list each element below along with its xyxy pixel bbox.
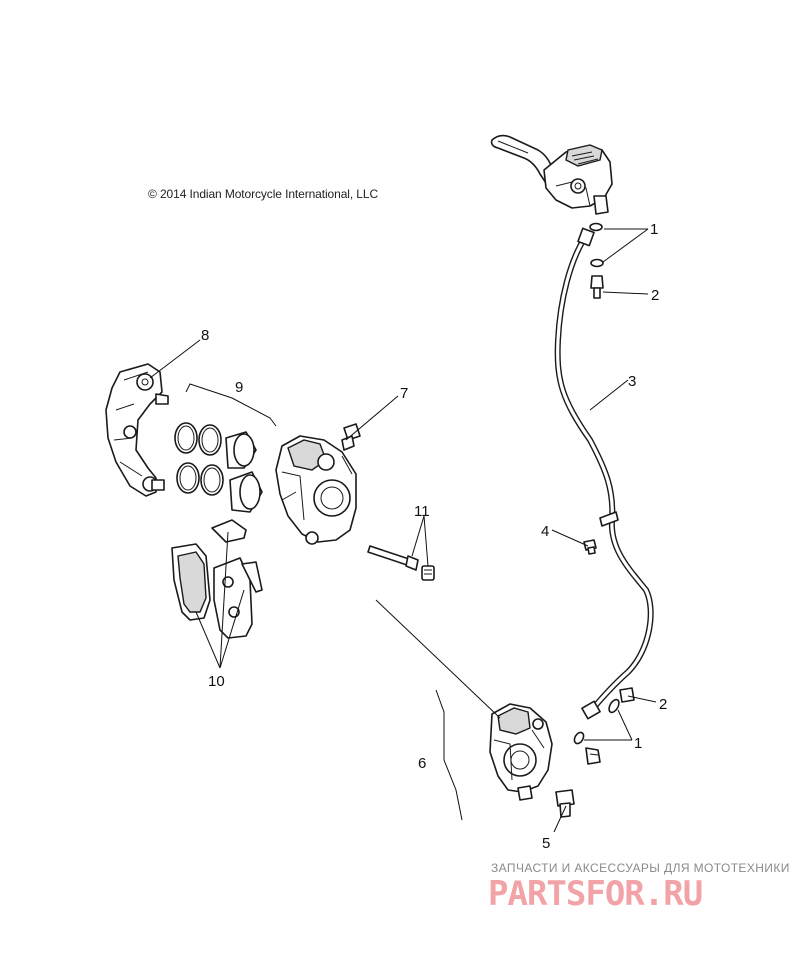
callout-7: 7 — [400, 385, 408, 402]
pad-pin-and-clip — [367, 545, 435, 581]
callout-4: 4 — [541, 523, 549, 540]
callout-3: 3 — [628, 373, 636, 390]
lower-fittings — [573, 687, 635, 765]
brake-pads — [171, 519, 263, 639]
callout-1-upper: 1 — [650, 221, 658, 238]
caliper-mounting-bolt — [555, 789, 575, 818]
callout-8: 8 — [201, 327, 209, 344]
callout-6: 6 — [418, 755, 426, 772]
copyright-text: © 2014 Indian Motorcycle International, … — [148, 187, 379, 201]
callout-10: 10 — [208, 673, 225, 690]
callout-1-lower: 1 — [634, 735, 642, 752]
callout-11: 11 — [414, 503, 430, 520]
callout-labels: 1 2 3 4 5 6 7 8 9 10 11 2 1 — [201, 221, 667, 852]
leader-lines — [149, 228, 657, 833]
watermark-tagline: ЗАПЧАСТИ И АКСЕССУАРЫ ДЛЯ МОТОТЕХНИКИ — [491, 861, 790, 875]
callout-5: 5 — [542, 835, 550, 852]
caliper-body — [275, 435, 357, 545]
bleeder-valve — [341, 423, 361, 451]
caliper-pistons-and-seals — [174, 422, 263, 513]
watermark-brand: PARTSFOR.RU — [488, 874, 703, 914]
hose-clamp-bolt — [583, 539, 597, 555]
callout-2-lower: 2 — [659, 696, 667, 713]
callout-9: 9 — [235, 379, 243, 396]
upper-fittings — [589, 222, 604, 299]
caliper-assembly-small — [489, 703, 553, 801]
master-cylinder-assembly — [490, 134, 613, 215]
callout-2-upper: 2 — [651, 287, 659, 304]
brake-hose — [554, 227, 654, 720]
caliper-bracket — [105, 363, 169, 497]
